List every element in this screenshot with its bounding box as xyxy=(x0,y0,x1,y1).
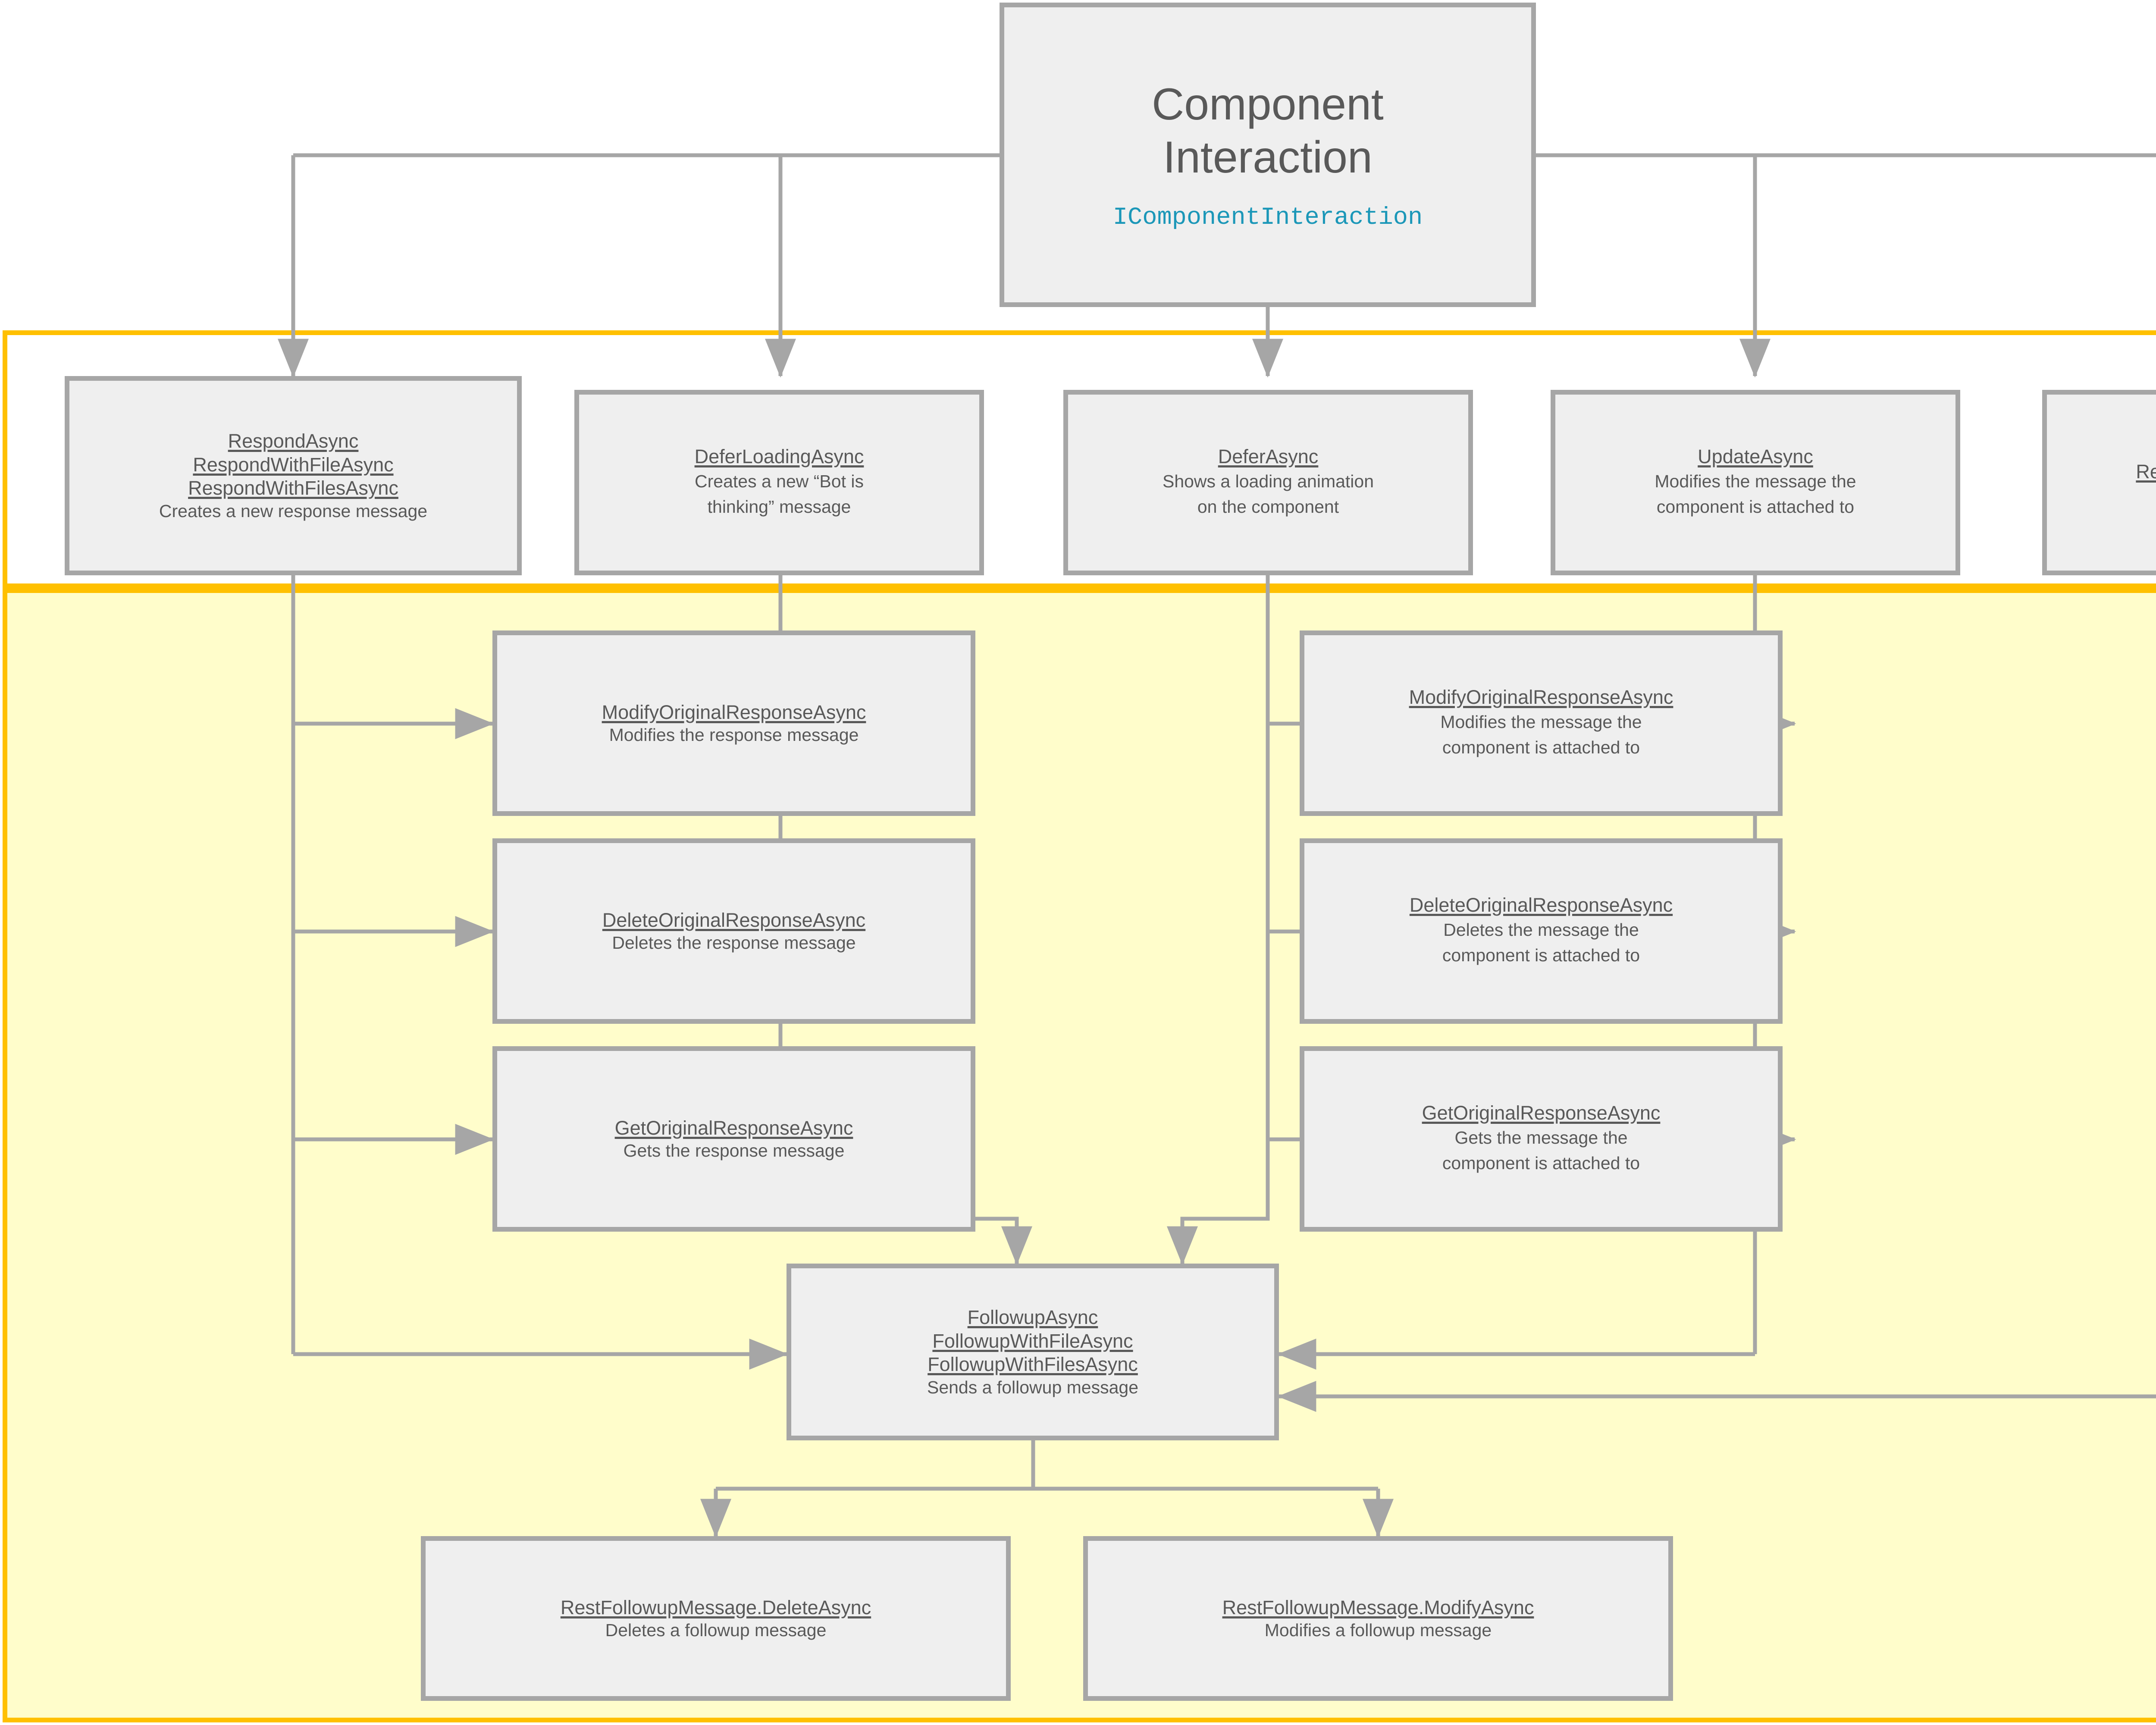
node-description: component is attached to xyxy=(1442,945,1640,966)
node-followup-async[interactable]: FollowupAsync FollowupWithFileAsync Foll… xyxy=(787,1264,1279,1440)
node-description: Deletes a followup message xyxy=(605,1620,827,1640)
root-title-line1: Component xyxy=(1152,79,1384,130)
node-description: component is attached to xyxy=(1656,497,1855,517)
root-node-component-interaction[interactable]: Component Interaction IComponentInteract… xyxy=(1000,3,1536,307)
node-rest-followup-message-delete-async[interactable]: RestFollowupMessage.DeleteAsync Deletes … xyxy=(421,1536,1011,1701)
node-modify-original-response-async-mid[interactable]: ModifyOriginalResponseAsync Modifies the… xyxy=(1300,630,1783,816)
node-delete-original-response-async-left[interactable]: DeleteOriginalResponseAsync Deletes the … xyxy=(492,838,975,1024)
node-description: component is attached to xyxy=(1442,1153,1640,1173)
node-description: Responds with a modal xyxy=(2155,483,2156,505)
wire-modal-to-followup xyxy=(1277,1381,2156,1412)
method-name: RespondWithFilesAsync xyxy=(188,477,398,499)
method-name: DeleteOriginalResponseAsync xyxy=(602,909,866,931)
followup-panel xyxy=(3,588,2156,1722)
method-name: DeferLoadingAsync xyxy=(694,445,864,468)
node-defer-async[interactable]: DeferAsync Shows a loading animation on … xyxy=(1063,390,1473,575)
root-interface-name: IComponentInteraction xyxy=(1112,204,1423,232)
method-name: GetOriginalResponseAsync xyxy=(614,1117,853,1139)
node-defer-loading-async[interactable]: DeferLoadingAsync Creates a new “Bot is … xyxy=(574,390,984,575)
method-name: FollowupWithFilesAsync xyxy=(928,1353,1138,1376)
node-get-original-response-async-left[interactable]: GetOriginalResponseAsync Gets the respon… xyxy=(492,1046,975,1232)
node-modify-original-response-async-left[interactable]: ModifyOriginalResponseAsync Modifies the… xyxy=(492,630,975,816)
method-name: FollowupWithFileAsync xyxy=(932,1330,1133,1352)
node-description: Shows a loading animation xyxy=(1162,471,1374,491)
wire-defer-to-followup xyxy=(1167,575,1270,1265)
method-name: RespondWithModalAsync xyxy=(2136,460,2156,483)
node-description: Creates a new response message xyxy=(159,501,428,521)
node-description: on the component xyxy=(1197,497,1339,517)
method-name: FollowupAsync xyxy=(967,1306,1098,1328)
node-description: Modifies the message the xyxy=(1440,712,1642,732)
node-description: component is attached to xyxy=(1442,737,1640,758)
method-name: RestFollowupMessage.DeleteAsync xyxy=(560,1596,871,1618)
node-description: Modifies the message the xyxy=(1655,471,1856,491)
root-title-line2: Interaction xyxy=(1163,132,1373,182)
method-name: UpdateAsync xyxy=(1698,445,1813,468)
node-description: Sends a followup message xyxy=(927,1377,1139,1398)
node-respond-with-modal-async[interactable]: RespondWithModalAsync Responds with a mo… xyxy=(2042,390,2156,575)
node-description: Creates a new “Bot is xyxy=(695,471,864,491)
method-name: RespondWithFileAsync xyxy=(193,453,394,476)
node-respond-async[interactable]: RespondAsync RespondWithFileAsync Respon… xyxy=(65,376,522,575)
node-description: Gets the response message xyxy=(623,1141,845,1161)
method-name: ModifyOriginalResponseAsync xyxy=(602,701,866,723)
method-name: GetOriginalResponseAsync xyxy=(1422,1102,1661,1124)
method-name: RestFollowupMessage.ModifyAsync xyxy=(1222,1596,1534,1618)
method-name: ModifyOriginalResponseAsync xyxy=(1409,686,1673,709)
node-description: Deletes the message the xyxy=(1443,920,1639,940)
node-description: Gets the message the xyxy=(1454,1128,1628,1148)
node-description: Deletes the response message xyxy=(612,933,856,953)
node-get-original-response-async-mid[interactable]: GetOriginalResponseAsync Gets the messag… xyxy=(1300,1046,1783,1232)
node-update-async[interactable]: UpdateAsync Modifies the message the com… xyxy=(1551,390,1960,575)
node-delete-original-response-async-mid[interactable]: DeleteOriginalResponseAsync Deletes the … xyxy=(1300,838,1783,1024)
node-description: thinking” message xyxy=(707,497,851,517)
method-name: RespondAsync xyxy=(228,430,359,452)
node-description: Modifies a followup message xyxy=(1264,1620,1492,1640)
method-name: DeleteOriginalResponseAsync xyxy=(1409,894,1673,916)
node-rest-followup-message-modify-async[interactable]: RestFollowupMessage.ModifyAsync Modifies… xyxy=(1083,1536,1673,1701)
node-description: Modifies the response message xyxy=(609,725,859,745)
method-name: DeferAsync xyxy=(1218,445,1319,468)
